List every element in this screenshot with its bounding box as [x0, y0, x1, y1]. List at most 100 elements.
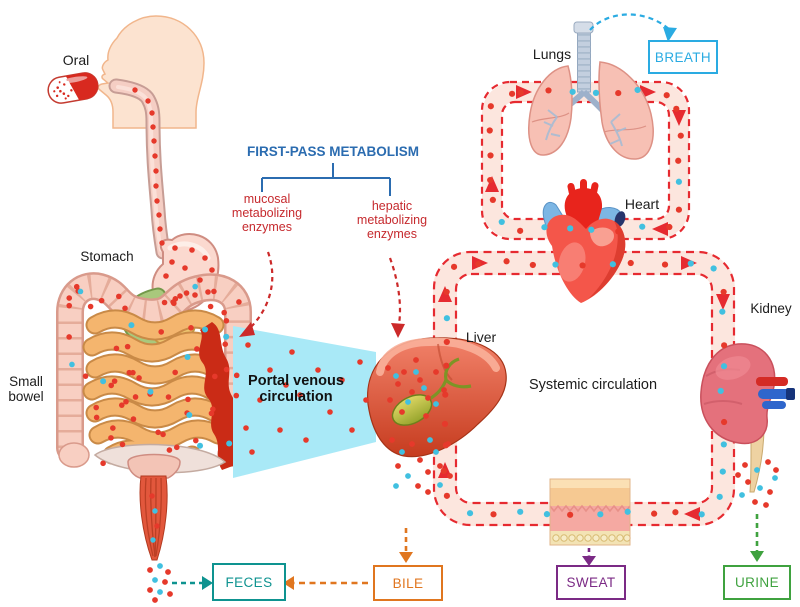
- drug-dot: [207, 303, 214, 310]
- drug-dot: [413, 357, 419, 363]
- drug-dot: [118, 402, 125, 408]
- drug-dot: [395, 463, 401, 469]
- rectum-illustration: [93, 443, 227, 561]
- head-figure: [97, 15, 205, 129]
- drug-dot: [443, 315, 450, 322]
- drug-dot: [487, 152, 494, 159]
- drug-dot: [661, 261, 669, 268]
- drug-dot: [545, 87, 552, 94]
- drug-dot: [417, 377, 423, 383]
- drug-dot: [720, 441, 727, 448]
- drug-dot: [742, 462, 748, 468]
- drug-dot: [113, 345, 120, 352]
- drug-dot: [389, 437, 395, 443]
- drug-dot: [486, 127, 493, 134]
- drug-dot: [128, 322, 135, 329]
- drug-dot: [283, 382, 289, 388]
- liver-illustration: [367, 337, 507, 458]
- drug-dot: [145, 98, 151, 104]
- drug-dot: [154, 198, 160, 204]
- drug-dot: [719, 468, 726, 475]
- drug-dot: [124, 343, 131, 350]
- drug-dot: [443, 362, 450, 369]
- drug-dot: [100, 378, 107, 385]
- mucosal-line3: enzymes: [241, 220, 293, 234]
- systemic-circulation-label: Systemic circulation: [528, 377, 658, 393]
- hepatic-line2: metabolizing: [356, 213, 428, 227]
- drug-dot: [303, 437, 309, 443]
- liver-label: Liver: [465, 329, 497, 345]
- drug-dot: [651, 510, 658, 517]
- drug-dot: [149, 110, 155, 116]
- drug-dot: [184, 353, 191, 360]
- drug-dot: [212, 373, 218, 380]
- drug-dot: [517, 508, 524, 515]
- drug-dot: [385, 365, 391, 371]
- drug-dot: [147, 567, 153, 573]
- drug-dot: [151, 138, 157, 144]
- drug-dot: [363, 397, 369, 403]
- drug-dot: [277, 427, 283, 433]
- drug-dot: [450, 263, 458, 270]
- drug-dot: [415, 483, 421, 489]
- drug-dot: [147, 388, 154, 395]
- drug-dot: [405, 473, 411, 479]
- mucosal-line2: metabolizing: [231, 206, 303, 220]
- drug-dot: [433, 401, 439, 407]
- drug-dot: [541, 224, 548, 231]
- drug-molecule-dots: [66, 86, 779, 603]
- small-bowel-label: Small bowel: [0, 374, 52, 404]
- drug-dot: [675, 178, 683, 185]
- drug-dot: [588, 226, 595, 233]
- drug-dot: [192, 437, 199, 444]
- drug-dot: [167, 591, 173, 597]
- drug-dot: [393, 483, 399, 489]
- drug-dot: [69, 361, 75, 368]
- drug-dot: [443, 338, 450, 346]
- drug-dot: [475, 260, 482, 268]
- drug-dot: [257, 397, 263, 403]
- drug-dot: [161, 299, 168, 306]
- drug-dot: [440, 467, 447, 475]
- drug-dot: [579, 262, 586, 269]
- kidney-illustration: [700, 343, 795, 493]
- drug-dot: [739, 492, 745, 498]
- drug-dot: [624, 508, 631, 515]
- drug-dot: [205, 289, 211, 295]
- heart-label: Heart: [624, 196, 660, 212]
- drug-dot: [720, 363, 728, 370]
- drug-dot: [447, 473, 453, 479]
- drug-dot: [223, 366, 230, 373]
- urine-box: URINE: [723, 565, 791, 600]
- drug-dot: [772, 475, 778, 481]
- drug-dot: [508, 90, 516, 97]
- drug-dot: [745, 479, 751, 485]
- drug-dot: [767, 489, 773, 495]
- drug-dot: [675, 157, 682, 164]
- drug-dot: [427, 437, 433, 443]
- drug-dot: [267, 367, 273, 373]
- drug-dot: [615, 228, 622, 235]
- drug-dot: [763, 502, 769, 508]
- drug-dot: [194, 346, 200, 352]
- drug-dot: [183, 290, 190, 296]
- drug-dot: [673, 105, 680, 112]
- drug-dot: [173, 444, 180, 451]
- drug-dot: [487, 176, 494, 184]
- drug-dot: [169, 259, 175, 265]
- portal-line2: circulation: [259, 389, 333, 406]
- drug-dot: [172, 245, 178, 251]
- feces-box: FECES: [212, 563, 286, 601]
- drug-dot: [150, 124, 156, 130]
- drug-dot: [155, 429, 161, 436]
- drug-dot: [157, 226, 163, 232]
- skin-patch-illustration: [549, 478, 631, 546]
- drug-dot: [409, 441, 415, 447]
- drug-dot: [552, 261, 559, 268]
- drug-dot: [433, 369, 439, 375]
- heart-illustration: [542, 179, 626, 303]
- drug-dot: [627, 259, 634, 267]
- drug-dot: [93, 404, 100, 411]
- drug-dot: [132, 394, 139, 400]
- drug-dot: [754, 467, 760, 473]
